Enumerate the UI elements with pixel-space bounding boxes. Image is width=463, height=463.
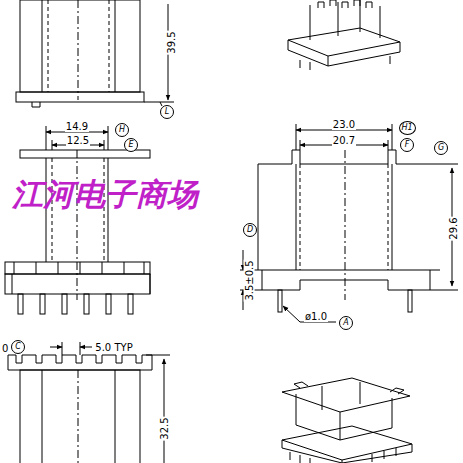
dimension-label: 20.7 [332,135,356,146]
callout-circle: G [434,141,448,155]
dimension-label: 32.5 [158,416,169,440]
end-view [240,124,458,322]
iso-view-top [288,0,400,70]
callout-letter: C [15,343,21,351]
callout-circle: H1 [399,121,416,135]
callout-circle: A [339,316,353,330]
callout-letter: E [128,141,133,149]
dimension-label: 12.5 [66,135,90,146]
callout-letter: A [343,319,348,327]
dimension-label: 39.5 [165,30,176,54]
callout-letter: F [405,141,410,149]
watermark: 江河电子商场 [11,177,199,211]
front-view [5,126,150,314]
callout-letter: H [119,126,125,134]
dimension-label: 0 [1,343,9,354]
side-view-top [16,0,174,107]
callout-circle: C [11,340,25,354]
callout-circle: D [243,223,257,237]
dimension-label: 5.0 TYP [94,342,133,353]
callout-letter: H1 [401,124,412,132]
top-view [8,342,170,463]
callout-circle: H [115,123,129,137]
iso-view-bottom [282,378,412,463]
callout-circle: F [400,138,414,152]
dimension-label: 14.9 [65,121,89,132]
dimension-label: ø1.0 [304,311,328,322]
callout-circle: E [124,138,138,152]
dimension-label: 3.5±0.5 [244,259,255,301]
dimension-label: 23.0 [332,119,356,130]
callout-circle: L [160,105,174,119]
callout-letter: G [438,144,444,152]
dimension-label: 29.6 [447,216,458,240]
callout-letter: D [247,226,253,234]
callout-letter: L [165,108,169,116]
